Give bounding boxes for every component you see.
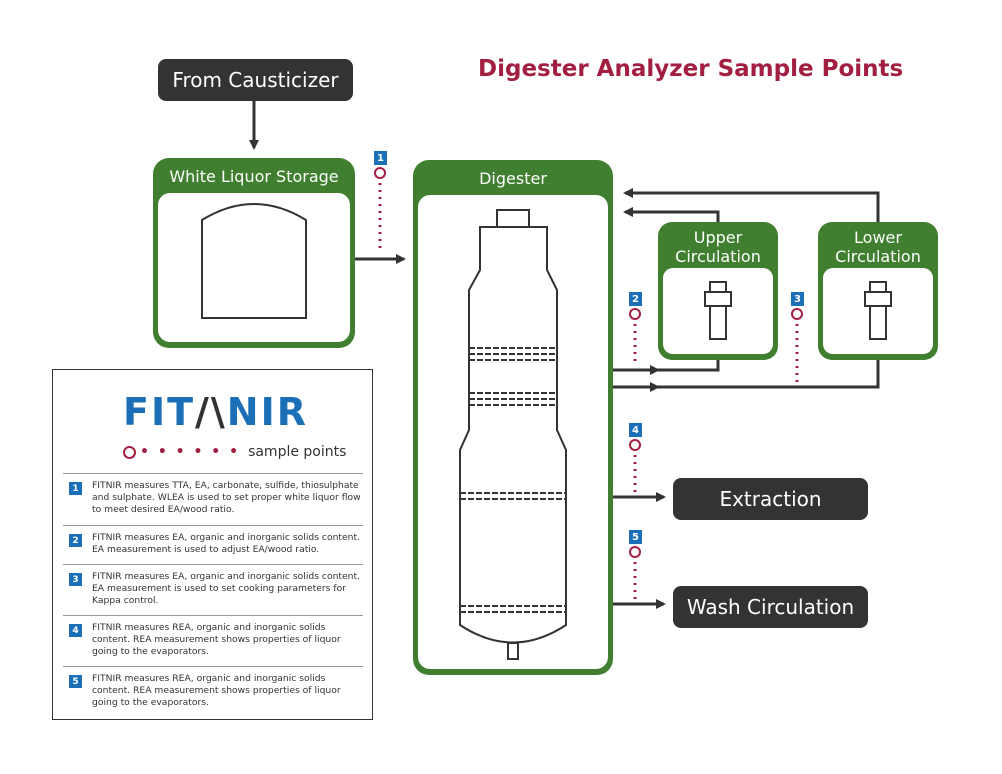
sample-badge-3: 3 <box>791 292 804 306</box>
logo-left: FIT <box>123 390 196 434</box>
legend-note-1: 1 FITNIR measures TTA, EA, carbonate, su… <box>63 473 363 525</box>
storage-tank-icon <box>201 203 307 319</box>
white-liquor-storage-label: White Liquor Storage <box>169 167 339 186</box>
sample-badge-5: 5 <box>629 530 642 544</box>
digester-label: Digester <box>479 169 547 188</box>
note-text-1: FITNIR measures TTA, EA, carbonate, sulf… <box>92 480 361 515</box>
fitnir-logo: FIT/\NIR <box>123 390 308 434</box>
sample-key: • • • • • • sample points <box>123 444 346 460</box>
legend-note-5: 5 FITNIR measures REA, organic and inorg… <box>63 666 363 717</box>
lower-circulation-label: Lower Circulation <box>835 228 921 266</box>
note-text-2: FITNIR measures EA, organic and inorgani… <box>92 532 361 555</box>
sample-badge-4: 4 <box>629 423 642 437</box>
white-liquor-storage-box <box>153 158 355 348</box>
upper-circulation-box <box>658 222 778 360</box>
note-badge-4: 4 <box>69 624 82 637</box>
legend-note-2: 2 FITNIR measures EA, organic and inorga… <box>63 525 363 564</box>
legend-note-3: 3 FITNIR measures EA, organic and inorga… <box>63 564 363 615</box>
vessel-screens <box>460 347 566 613</box>
small-arrowheads <box>650 365 660 392</box>
note-text-4: FITNIR measures REA, organic and inorgan… <box>92 622 341 657</box>
sample-circle-icon <box>123 445 136 459</box>
upper-analyzer-icon <box>704 281 732 340</box>
digester-vessel-icon <box>459 209 567 660</box>
digester-box <box>413 160 613 675</box>
upper-circulation-label: Upper Circulation <box>675 228 761 266</box>
arrow-to-lower <box>613 360 880 389</box>
sample-badge-1: 1 <box>374 151 387 165</box>
extraction-node: Extraction <box>673 478 868 520</box>
arrow-upper-return <box>623 207 720 222</box>
note-badge-1: 1 <box>69 482 82 495</box>
legend-panel: FIT/\NIR • • • • • • sample points 1 FIT… <box>52 369 373 720</box>
note-text-5: FITNIR measures REA, organic and inorgan… <box>92 673 341 708</box>
note-badge-2: 2 <box>69 534 82 547</box>
arrow-to-upper <box>613 360 720 372</box>
flow-arrows <box>249 100 880 609</box>
legend-note-4: 4 FITNIR measures REA, organic and inorg… <box>63 615 363 666</box>
note-text-3: FITNIR measures EA, organic and inorgani… <box>92 571 361 606</box>
diagram-title: Digester Analyzer Sample Points <box>478 56 904 82</box>
lower-circulation-box <box>818 222 938 360</box>
sample-badge-2: 2 <box>629 292 642 306</box>
from-causticizer-node: From Causticizer <box>158 59 353 101</box>
lower-analyzer-icon <box>864 281 892 340</box>
logo-slash-icon: /\ <box>195 390 227 434</box>
arrow-lower-return <box>623 188 880 222</box>
logo-right: NIR <box>226 390 308 434</box>
sample-key-label: sample points <box>248 444 347 460</box>
note-badge-3: 3 <box>69 573 82 586</box>
note-badge-5: 5 <box>69 675 82 688</box>
sample-markers <box>374 167 803 599</box>
wash-circulation-node: Wash Circulation <box>673 586 868 628</box>
sample-dots-icon: • • • • • • <box>140 444 241 460</box>
